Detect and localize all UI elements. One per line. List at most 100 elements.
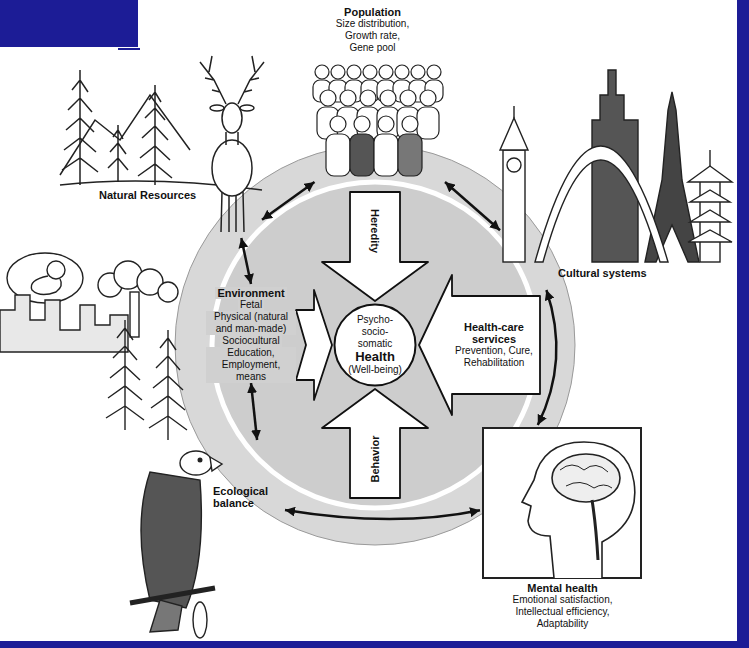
pagoda-roof [690, 190, 730, 202]
deer-antler [238, 56, 264, 104]
clock-tower-spire [500, 118, 528, 150]
pine-tree [108, 125, 128, 182]
smoke [158, 282, 178, 302]
double-arrow-connector [285, 510, 480, 519]
pine-tree [138, 85, 172, 185]
eagle-body [141, 472, 201, 608]
blue-corner [0, 0, 138, 47]
heredity-arrow: Heredity [350, 200, 400, 262]
heading-text: Environment [215, 287, 286, 299]
deer-ear [210, 105, 224, 111]
behavior-arrow-shape [322, 389, 428, 498]
environment-arrow-shape [296, 290, 332, 400]
head [330, 116, 346, 132]
heading-text: Mental health [527, 582, 597, 594]
deer-neck [226, 132, 238, 145]
behavior-arrow: Behavior [350, 428, 400, 490]
body-text: Growth rate, [345, 30, 400, 42]
fetus-head [47, 261, 65, 279]
head [395, 65, 409, 79]
head [331, 65, 345, 79]
pine-tree [62, 70, 98, 185]
head [427, 65, 441, 79]
spinal-cord [592, 500, 598, 560]
mental-health-label: Mental healthEmotional satisfaction,Inte… [480, 425, 645, 638]
heading-text: Health [355, 350, 395, 364]
population-drawing [313, 65, 443, 176]
double-arrow-connector [241, 238, 251, 284]
pine-tree [149, 330, 187, 440]
picture-frame [483, 428, 641, 578]
body-text: Intellectual efficiency, [515, 606, 609, 618]
head [420, 90, 436, 106]
mental-health-drawing [483, 428, 641, 578]
health-circle: Psycho-socio-somaticHealth(Well-being) [333, 303, 417, 387]
cultural-systems-label: Cultural systems [500, 60, 732, 290]
body-text: Psycho-socio-somatic [349, 314, 401, 350]
heading-text: Population [344, 6, 401, 18]
double-arrow-connector [445, 182, 500, 230]
body-text: Prevention, Cure, Rehabilitation [452, 345, 536, 369]
body-text: Education, Employment, means [206, 347, 296, 383]
head [400, 90, 416, 106]
health-care-arrow: Health-care servicesPrevention, Cure, Re… [452, 300, 536, 390]
body-text: Adaptability [537, 618, 589, 630]
city-skyline [0, 295, 128, 352]
person [374, 134, 398, 176]
head [378, 116, 394, 132]
double-arrow-connector [262, 182, 315, 220]
deer-antler [200, 56, 226, 104]
eagle-head [180, 451, 212, 475]
heading-text: Behavior [369, 435, 381, 482]
body-text: Size distribution, [336, 18, 409, 30]
eagle-tail [150, 600, 182, 632]
heading-text: Heredity [369, 209, 381, 253]
head [347, 65, 361, 79]
heading-text: Natural Resources [99, 189, 196, 201]
pagoda-roof [690, 210, 730, 222]
fish [193, 602, 207, 638]
eagle-drawing [130, 451, 222, 638]
deer-head [222, 103, 242, 133]
branch [130, 588, 215, 603]
pagoda-roof [688, 230, 732, 242]
body-text: Sociocultural [220, 335, 281, 347]
eagle-eye [198, 458, 202, 462]
head [363, 65, 377, 79]
person [326, 134, 350, 176]
head [354, 116, 370, 132]
double-arrow-connector [538, 290, 557, 425]
head [380, 90, 396, 106]
chimney [130, 292, 139, 337]
cultural-systems-drawing [500, 70, 732, 262]
fetus-body [31, 276, 61, 295]
head [320, 90, 336, 106]
heading-text: Health-care services [452, 321, 536, 345]
clock-tower-pinnacle [513, 106, 514, 118]
deer-body [212, 140, 252, 196]
body-text: Emotional satisfaction, [512, 594, 612, 606]
head-profile [522, 442, 635, 578]
brain-folds [560, 465, 612, 488]
body-text: Physical (natural and man-made) [206, 311, 296, 335]
clock-face [507, 158, 521, 172]
heading-text: Cultural systems [558, 267, 647, 279]
deer-ear [240, 105, 254, 111]
title-rule [118, 48, 140, 50]
pagoda-roof [688, 166, 732, 182]
environment-arrow: EnvironmentFetalPhysical (natural and ma… [206, 284, 296, 383]
body-text: Fetal [238, 299, 264, 311]
pagoda-spire [709, 150, 710, 166]
head [315, 65, 329, 79]
health-care-arrow-shape [419, 275, 540, 415]
environment-drawing [0, 253, 187, 440]
body-text: (Well-being) [348, 364, 402, 376]
head [340, 90, 356, 106]
double-arrow-connector [251, 383, 257, 440]
natural-resources-drawing [60, 56, 264, 232]
head [360, 90, 376, 106]
brain [552, 454, 620, 502]
deer-legs [221, 192, 244, 232]
